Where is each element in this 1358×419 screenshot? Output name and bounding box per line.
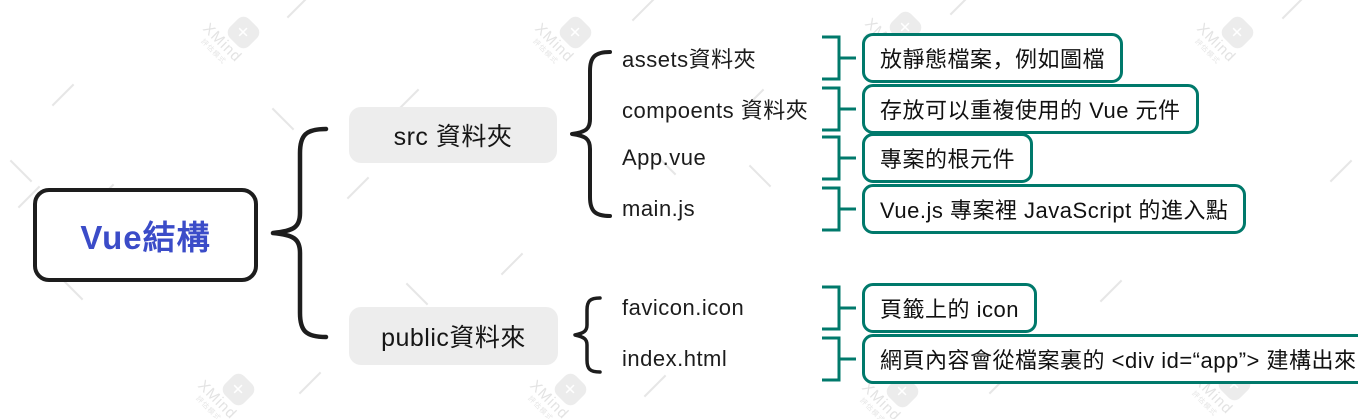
note-index-html[interactable]: 網頁內容會從檔案裏的 <div id=“app”> 建構出來 [862, 334, 1358, 384]
xmind-logo-icon: ✕ [551, 370, 590, 409]
summary-bracket-compoents [822, 86, 856, 132]
xmind-logo-icon: ✕ [219, 370, 258, 409]
watermark-dash [1329, 159, 1353, 183]
topic-compoents[interactable]: compoents 資料夾 [622, 98, 809, 123]
summary-bracket-main-js [822, 186, 856, 232]
root-topic-label: Vue結構 [80, 219, 211, 256]
topic-src-label: src 資料夾 [393, 123, 513, 151]
xmind-logo-icon: ✕ [1218, 13, 1257, 52]
topic-src[interactable]: src 資料夾 [349, 107, 557, 163]
note-assets[interactable]: 放靜態檔案，例如圖檔 [862, 33, 1124, 83]
note-main-js[interactable]: Vue.js 專案裡 JavaScript 的進入點 [862, 184, 1247, 234]
watermark-brand: XMind [199, 20, 246, 66]
root-topic[interactable]: Vue結構 [33, 188, 258, 282]
watermark-dash [9, 159, 33, 183]
note-favicon[interactable]: 頁籤上的 icon [862, 283, 1037, 333]
watermark-dash [1281, 0, 1305, 20]
topic-favicon[interactable]: favicon.icon [622, 295, 745, 320]
topic-public-label: public資料來 [381, 324, 526, 352]
xmind-logo-icon: ✕ [224, 13, 263, 52]
watermark-dash [500, 252, 524, 276]
watermark-dash [949, 0, 973, 16]
topic-assets[interactable]: assets資料夾 [622, 47, 757, 72]
watermark-dash [286, 0, 310, 19]
topic-public[interactable]: public資料來 [349, 307, 558, 365]
watermark-dash [748, 164, 772, 188]
brace-public [573, 296, 602, 374]
watermark-mode: 評估模式 [199, 37, 228, 66]
watermark-dash [405, 282, 429, 306]
watermark-dash [51, 83, 75, 107]
summary-bracket-favicon [822, 285, 856, 331]
note-app-vue[interactable]: 專案的根元件 [862, 133, 1034, 183]
topic-app-vue[interactable]: App.vue [622, 145, 707, 170]
summary-bracket-assets [822, 35, 856, 81]
watermark-dash [1099, 279, 1123, 303]
topic-index-html[interactable]: index.html [622, 346, 728, 371]
note-compoents[interactable]: 存放可以重複使用的 Vue 元件 [862, 84, 1199, 134]
watermark-dash [631, 0, 655, 22]
summary-bracket-app-vue [822, 135, 856, 181]
watermark-dash [643, 374, 667, 398]
watermark-dash [298, 371, 322, 395]
watermark-dash [346, 176, 370, 200]
brace-src [570, 50, 612, 218]
xmind-logo-icon: ✕ [556, 13, 595, 52]
topic-main-js[interactable]: main.js [622, 196, 696, 221]
brace-root [270, 126, 329, 340]
summary-bracket-index-html [822, 336, 856, 382]
